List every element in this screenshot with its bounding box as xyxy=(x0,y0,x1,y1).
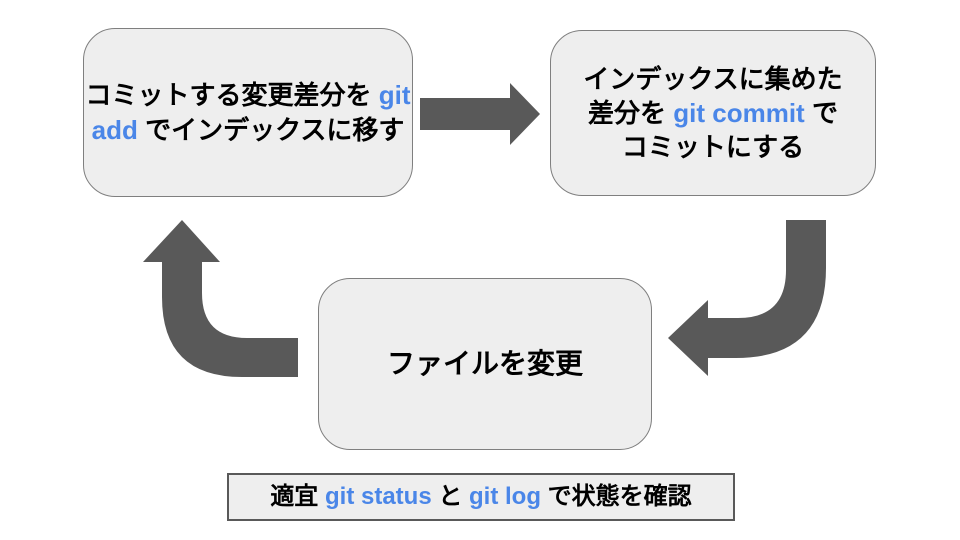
code-accent-text: git xyxy=(378,79,411,110)
node-edit-files: ファイルを変更 xyxy=(318,278,652,450)
plain-text: でインデックスに移す xyxy=(137,114,405,145)
arrow-elbow-down-left-icon xyxy=(668,220,826,376)
text-line: コミットにする xyxy=(622,130,804,164)
code-accent-text: git commit xyxy=(673,98,805,128)
plain-text: インデックスに集めた xyxy=(583,64,843,94)
plain-text: 差分を xyxy=(588,98,674,128)
arrow-elbow-left-up-icon xyxy=(143,220,298,377)
arrow-right-icon xyxy=(420,83,540,145)
node-git-commit: インデックスに集めた差分を git commit でコミットにする xyxy=(550,30,876,196)
code-accent-text: add xyxy=(91,114,138,145)
status-note-bar: 適宜 git status と git log で状態を確認 xyxy=(227,473,735,521)
text-line: 適宜 git status と git log で状態を確認 xyxy=(270,482,691,512)
plain-text: ファイルを変更 xyxy=(386,348,583,379)
text-line: add でインデックスに移す xyxy=(92,113,405,148)
text-line: 差分を git commit で xyxy=(588,96,838,130)
plain-text: で xyxy=(804,98,838,128)
plain-text: コミットにする xyxy=(621,132,805,162)
plain-text: コミットする変更差分を xyxy=(85,79,379,110)
text-line: インデックスに集めた xyxy=(583,62,842,96)
plain-text: と xyxy=(431,483,470,510)
plain-text: 適宜 xyxy=(270,483,325,510)
code-accent-text: git log xyxy=(469,483,541,510)
plain-text: で状態を確認 xyxy=(541,483,692,510)
text-line: コミットする変更差分を git xyxy=(86,78,411,113)
code-accent-text: git status xyxy=(324,483,432,510)
text-line: ファイルを変更 xyxy=(387,346,583,382)
